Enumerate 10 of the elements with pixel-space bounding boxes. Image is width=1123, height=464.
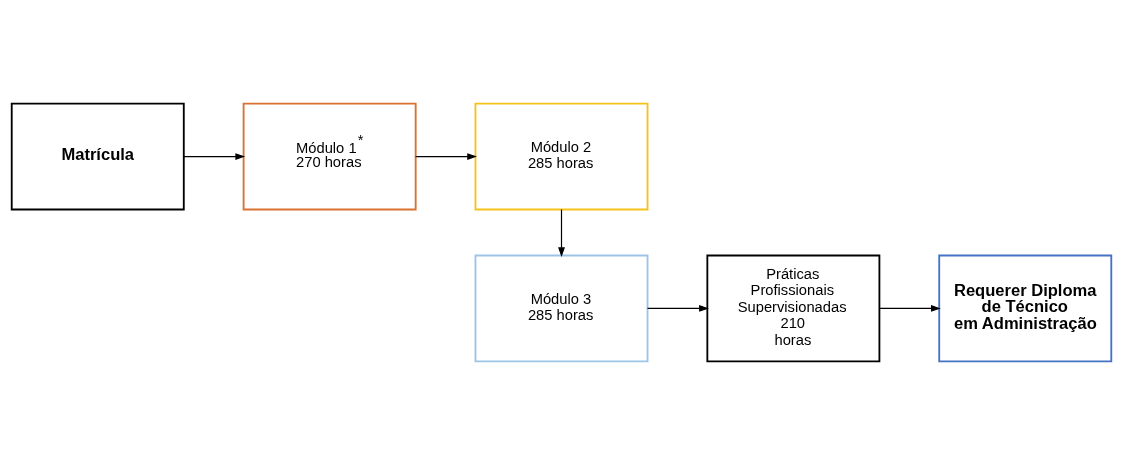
node-box: Práticas Profissionais Supervisionadas 210 horas <box>706 254 881 362</box>
node-box: Módulo 3 285 horas <box>474 254 649 362</box>
arrow <box>558 208 565 257</box>
arrow <box>878 304 941 312</box>
arrow <box>415 152 477 160</box>
arrow <box>646 304 709 312</box>
node-box: Requerer Diploma de Técnico em Administração <box>938 254 1113 362</box>
node-box: Matrícula <box>10 102 185 210</box>
node-box: Módulo 2 285 horas <box>474 102 649 210</box>
arrow <box>183 152 246 160</box>
